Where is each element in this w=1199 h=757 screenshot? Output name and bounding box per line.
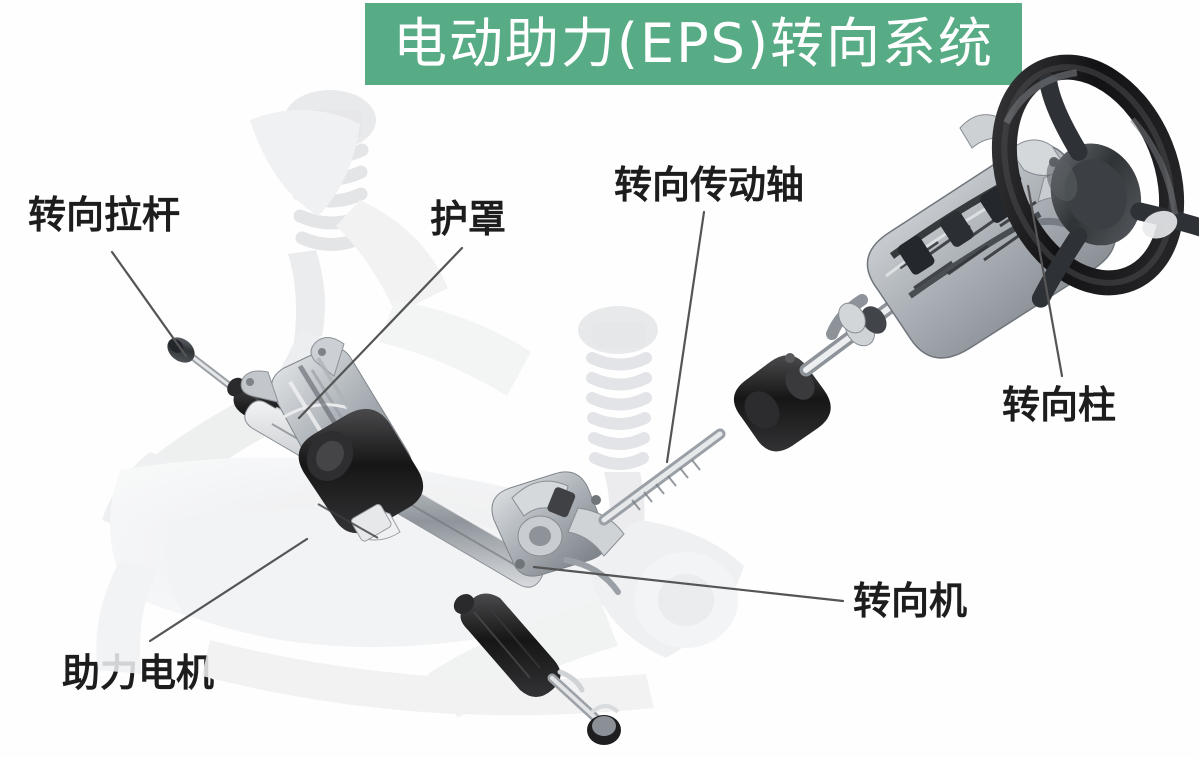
leader-line-tie-rod bbox=[110, 250, 188, 358]
leader-line-steering-column bbox=[1026, 184, 1064, 378]
leader-line-steering-gear bbox=[532, 565, 845, 603]
callout-label-tie-rod: 转向拉杆 bbox=[28, 193, 181, 237]
electric-assist-motor bbox=[298, 408, 424, 542]
title-banner: 电动助力(EPS)转向系统 bbox=[365, 3, 1022, 85]
callout-label-steering-gear: 转向机 bbox=[853, 579, 968, 623]
rack-boot-right bbox=[453, 593, 561, 697]
ghosted-suspension-backdrop bbox=[96, 90, 744, 718]
pinion-gearbox bbox=[491, 471, 625, 595]
leader-line-assist-motor bbox=[148, 537, 309, 643]
title-text: 电动助力(EPS)转向系统 bbox=[392, 12, 995, 75]
steering-wheel bbox=[991, 54, 1199, 308]
callout-label-steering-drive-shaft: 转向传动轴 bbox=[614, 163, 805, 207]
steering-rack-assembly bbox=[167, 337, 625, 745]
leader-line-steering-drive-shaft bbox=[665, 210, 706, 464]
leader-line-boot-cover bbox=[297, 246, 464, 420]
tie-rod-end-right bbox=[547, 669, 621, 745]
universal-joint bbox=[733, 353, 831, 452]
callout-label-steering-column: 转向柱 bbox=[1002, 383, 1117, 427]
callout-label-boot-cover: 护罩 bbox=[430, 197, 507, 241]
